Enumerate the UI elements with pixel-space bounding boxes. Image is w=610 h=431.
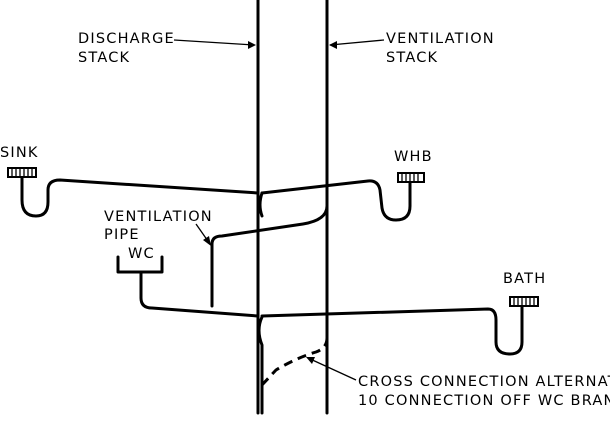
sink-label: SINK <box>0 145 39 161</box>
ventilation-pipe <box>210 204 329 308</box>
wc-pan <box>116 255 164 274</box>
sink-branch-pipe <box>20 175 260 218</box>
discharge-stack-label-line1: DISCHARGE <box>78 31 175 47</box>
whb-fixture <box>397 172 425 183</box>
cross-connection-leader <box>307 357 357 381</box>
discharge-stack-label-line2: STACK <box>78 50 130 66</box>
wc-label: WC <box>128 246 155 262</box>
cross-connection-arrow <box>306 357 315 364</box>
bath-branch-pipe <box>260 304 524 356</box>
discharge-stack-arrow <box>248 41 256 49</box>
cross-connection-dashed <box>260 337 329 387</box>
cross-connection-label-line1: CROSS CONNECTION ALTERNATIVE <box>358 374 610 390</box>
ventilation-pipe-label-line1: VENTILATION <box>104 209 213 225</box>
ventilation-pipe-label-line2: PIPE <box>104 227 140 243</box>
ventilation-stack-arrow <box>329 41 337 49</box>
ventilation-stack-leader <box>329 39 385 46</box>
cross-connection-label-line2: 10 CONNECTION OFF WC BRANCH <box>358 393 610 409</box>
bath-fixture <box>509 296 539 307</box>
sink-fixture <box>7 167 37 178</box>
ventilation-pipe-arrow <box>203 236 211 246</box>
wc-branch-pipe <box>139 270 260 318</box>
ventilation-stack-label-line1: VENTILATION <box>386 31 495 47</box>
discharge-stack-leader <box>173 39 255 46</box>
ventilation-stack-label-line2: STACK <box>386 50 438 66</box>
discharge-stack-inner-wall <box>257 191 264 415</box>
bath-label: BATH <box>503 271 546 287</box>
whb-label: WHB <box>394 149 433 165</box>
whb-branch-pipe <box>260 179 412 222</box>
